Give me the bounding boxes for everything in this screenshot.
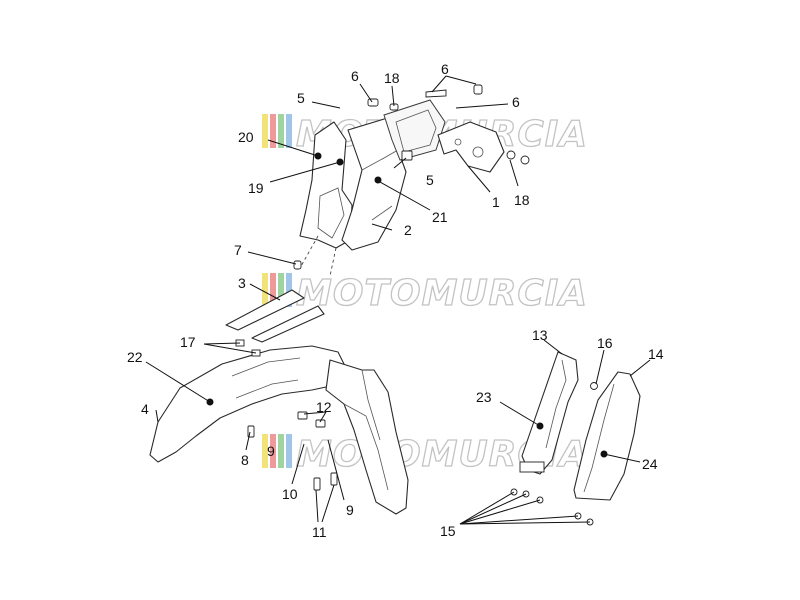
callout-13: 13	[532, 327, 548, 343]
callout-5: 5	[426, 172, 434, 188]
callout-labels: 6 18 5 20 19 6 6 5 1 18 21 2 7 3 17 22 4…	[127, 61, 664, 540]
watermark-brand-text: MOTOMURCIA	[296, 273, 588, 314]
callout-23: 23	[476, 389, 492, 405]
front-fender-assembly	[149, 339, 409, 515]
side-decals	[225, 289, 325, 343]
bolt-11b-icon	[330, 472, 338, 486]
watermark-logo-stripes	[262, 114, 292, 148]
mask-left-panel	[299, 121, 353, 249]
callout-3: 3	[238, 275, 246, 291]
callout-11: 11	[312, 524, 327, 540]
fork-guard-left	[519, 351, 579, 475]
washer-18b-icon	[506, 150, 516, 160]
mask-right-inner-line	[361, 149, 399, 221]
mask-mounting-bracket	[437, 121, 505, 173]
callout-6: 6	[441, 61, 449, 77]
clip-12a-icon	[297, 411, 308, 420]
bolt-6c-icon	[473, 84, 483, 95]
callout-5: 5	[297, 90, 305, 106]
callout-12: 12	[316, 399, 332, 415]
callout-2: 2	[404, 222, 412, 238]
callout-7: 7	[234, 242, 242, 258]
callout-21: 21	[432, 209, 448, 225]
callout-16: 16	[597, 335, 613, 351]
watermark-logo-stripes	[262, 273, 292, 307]
clip-12b-icon	[315, 419, 326, 428]
leader-lines	[145, 75, 651, 525]
callout-1: 1	[492, 194, 500, 210]
callout-6: 6	[351, 68, 359, 84]
headlight-mask-assembly	[299, 99, 505, 277]
watermark-logo-stripes	[262, 434, 292, 468]
mask-left-opening	[317, 187, 345, 239]
callout-4: 4	[141, 401, 149, 417]
callout-22: 22	[127, 349, 143, 365]
callout-8: 8	[241, 452, 249, 468]
screw-6b-icon	[425, 89, 447, 98]
reference-dots	[206, 152, 608, 458]
bolt-7-icon	[293, 260, 302, 270]
callout-20: 20	[238, 129, 254, 145]
mask-hardware	[293, 84, 530, 270]
callout-9: 9	[267, 443, 275, 459]
callout-14: 14	[648, 346, 664, 362]
watermark-middle: MOTOMURCIA	[262, 272, 588, 315]
callout-6: 6	[512, 94, 520, 110]
decal-upper	[225, 289, 305, 331]
callout-15: 15	[440, 523, 456, 539]
nut-5b-icon	[401, 150, 413, 161]
callout-9: 9	[346, 502, 354, 518]
callout-18: 18	[384, 70, 400, 86]
callout-24: 24	[642, 456, 658, 472]
bolt-6a-icon	[367, 98, 379, 107]
mask-headlight-lens	[395, 109, 437, 153]
callout-10: 10	[282, 486, 298, 502]
fender-fork-guard	[325, 359, 409, 515]
decal-lower	[251, 305, 325, 343]
bolt-11a-icon	[313, 477, 321, 491]
callout-19: 19	[248, 180, 264, 196]
fork-guard-right	[573, 371, 641, 501]
callout-18: 18	[514, 192, 530, 208]
screw-16-icon	[590, 382, 598, 390]
bolt-6d-icon	[520, 155, 530, 165]
callout-17: 17	[180, 334, 196, 350]
